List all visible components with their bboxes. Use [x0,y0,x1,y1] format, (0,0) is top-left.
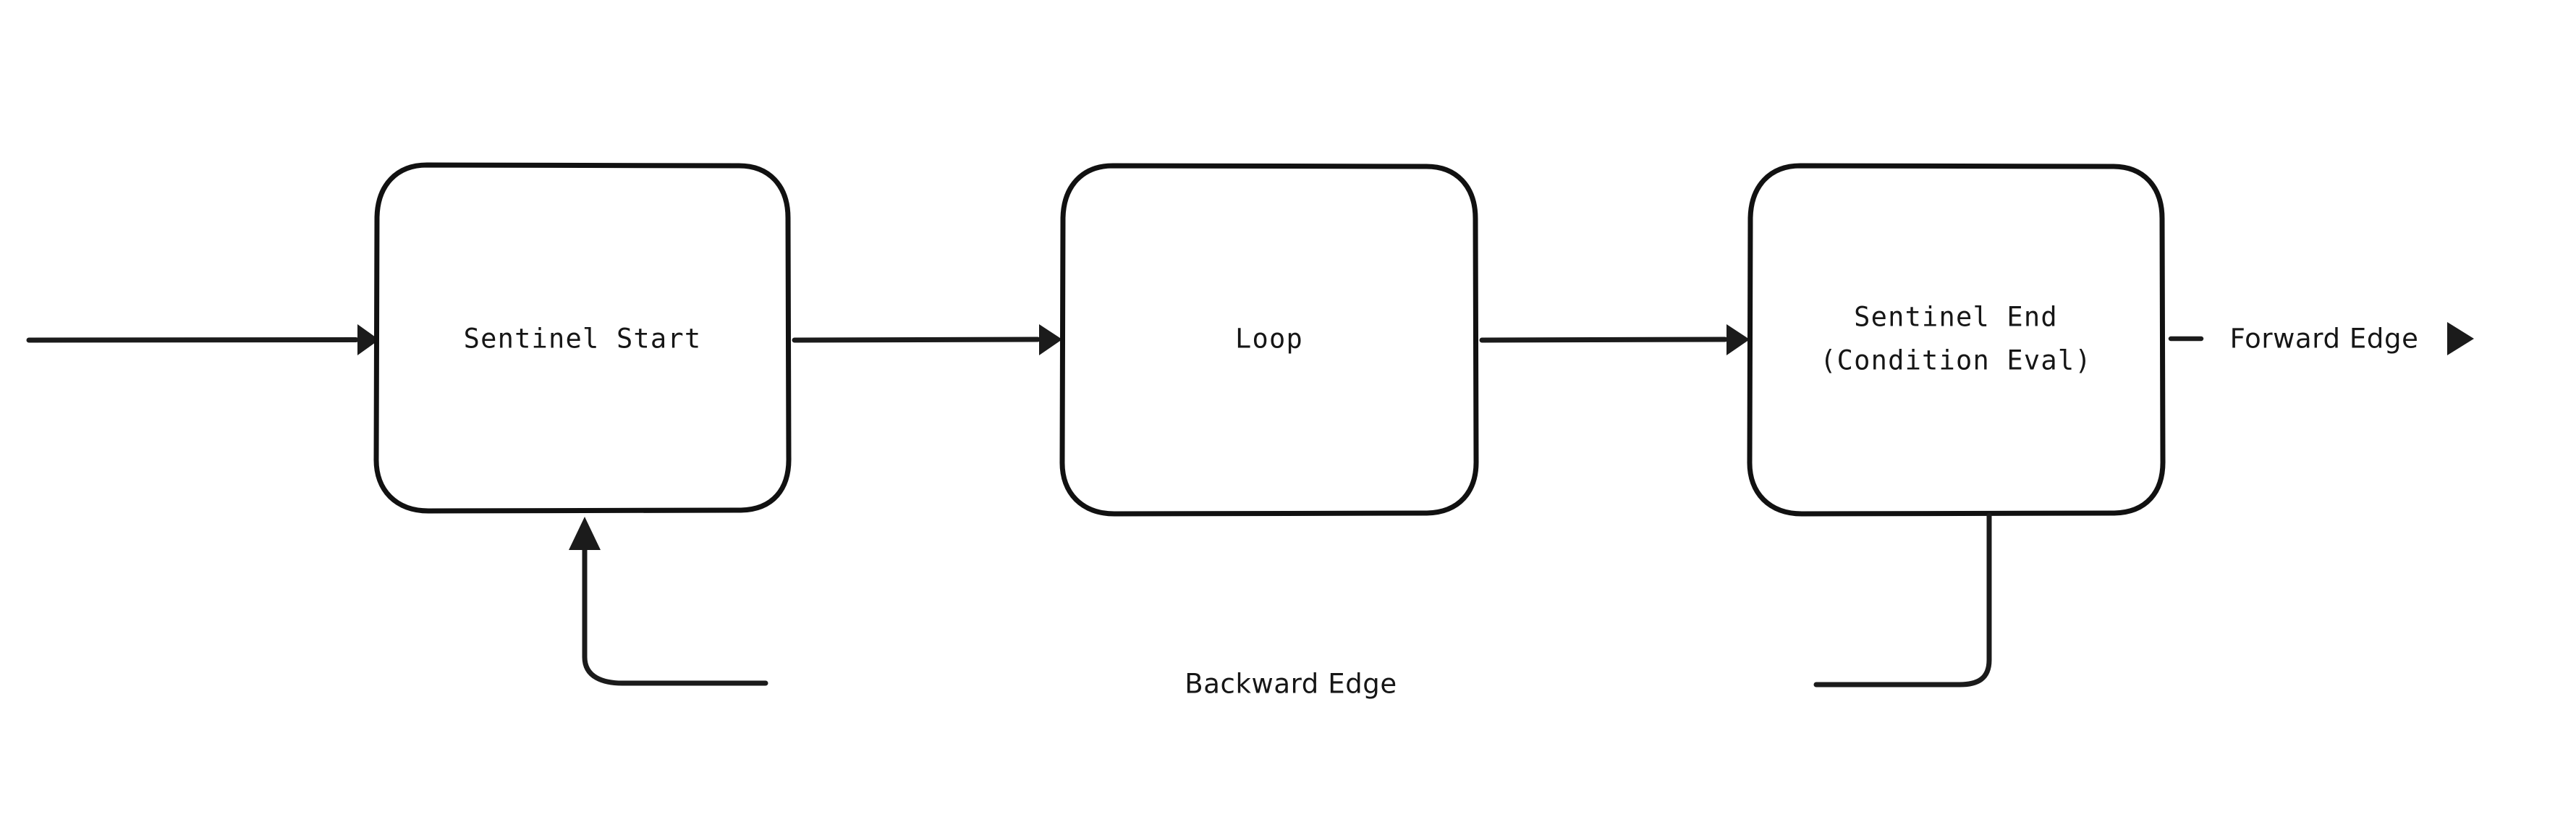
node-sentinel-start-label: Sentinel Start [464,323,702,355]
edge-backward-right-segment [1813,512,1992,688]
edge-loop-to-end-line [1479,337,1728,343]
node-sentinel-end[interactable]: Sentinel End (Condition Eval) [1747,163,2166,517]
edge-start-to-loop-arrowhead [1039,324,1062,355]
node-sentinel-end-shape [1747,163,2166,517]
node-sentinel-start[interactable]: Sentinel Start [373,162,792,514]
edge-backward: Backward Edge [569,512,1992,700]
edge-loop-to-end [1479,324,1750,355]
edge-forward-label: Forward Edge [2230,323,2419,355]
edge-entry-arrowhead [357,324,379,355]
node-sentinel-start-shape [373,162,792,514]
node-sentinel-end-label-line1: Sentinel End [1854,302,2058,333]
edge-backward-arrowhead [569,517,601,550]
edge-start-to-loop [792,324,1062,355]
edge-entry [26,324,379,355]
node-loop[interactable]: Loop [1059,163,1479,517]
edge-entry-line [26,337,359,343]
node-sentinel-end-label-line2: (Condition Eval) [1820,345,2092,376]
node-loop-label: Loop [1235,323,1303,355]
edge-start-to-loop-line [792,337,1041,343]
edge-loop-to-end-arrowhead [1726,324,1750,355]
edge-forward-arrowhead [2447,322,2474,355]
edge-backward-left-segment [582,546,768,686]
node-loop-shape [1059,163,1479,517]
edge-forward: Forward Edge [2168,322,2474,355]
edge-backward-label: Backward Edge [1185,669,1397,700]
